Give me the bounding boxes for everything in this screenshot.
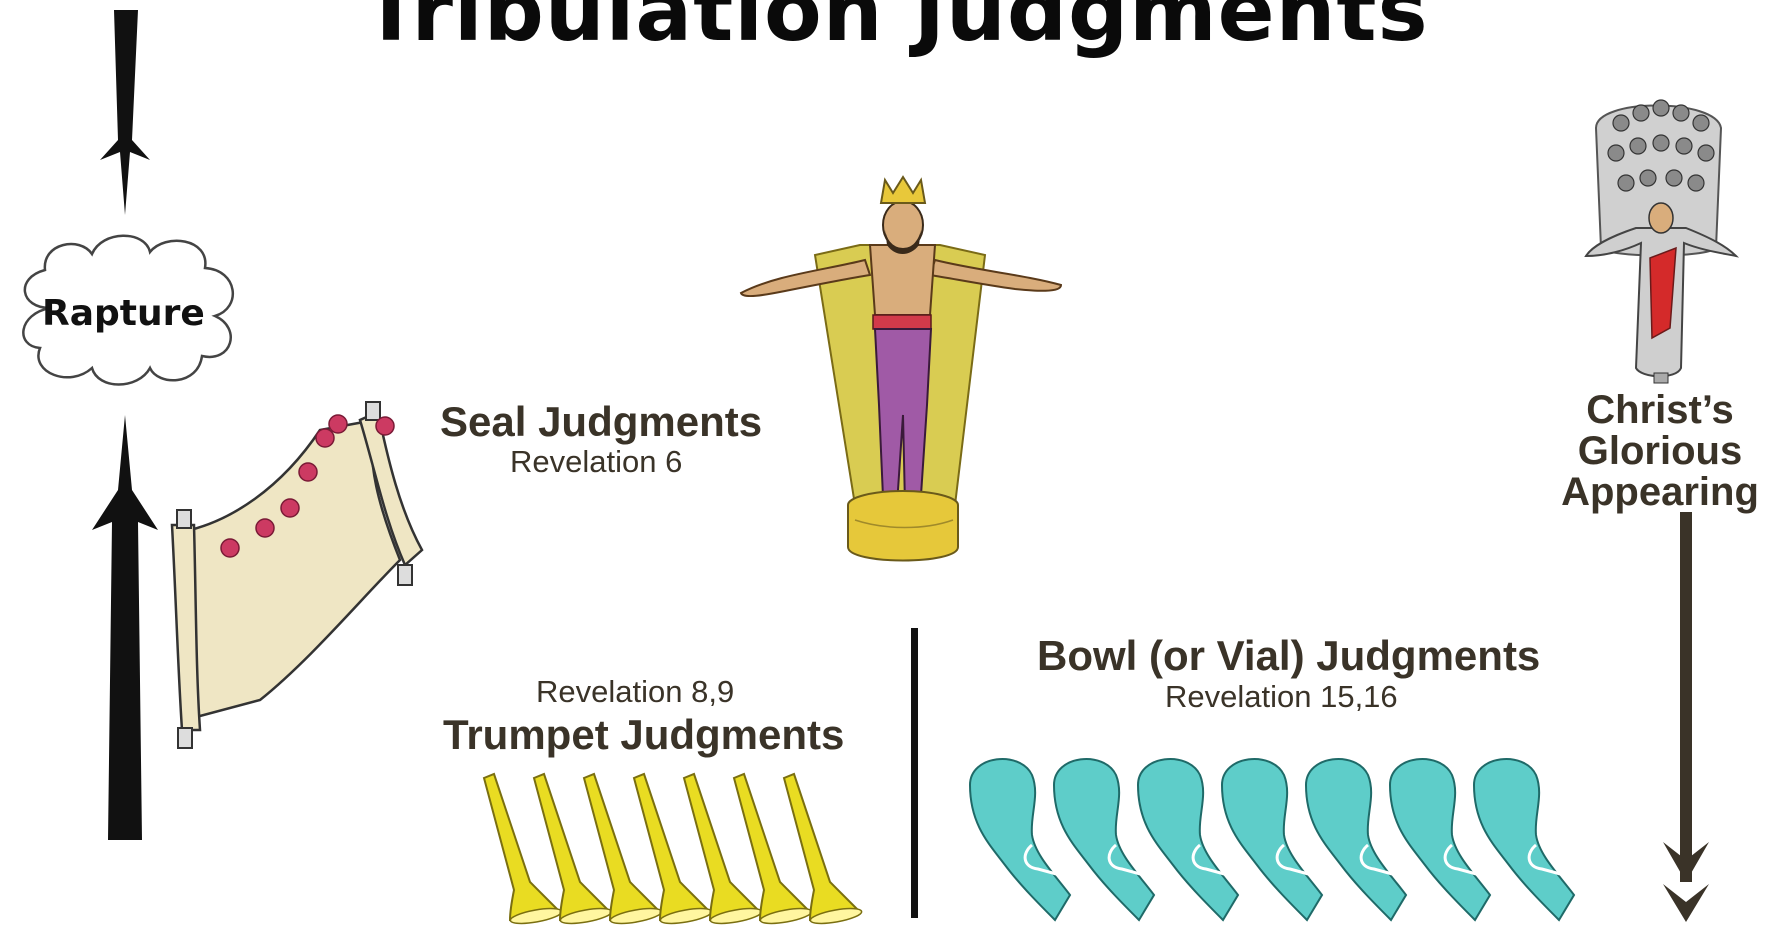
appearing-label-line3: Appearing bbox=[1540, 472, 1780, 512]
page-title: Tribulation Judgments bbox=[0, 0, 1791, 60]
trumpet-judgments-reference: Revelation 8,9 bbox=[536, 674, 734, 710]
christ-figure-icon bbox=[1586, 88, 1736, 388]
down-arrow-icon bbox=[92, 0, 172, 230]
center-divider bbox=[911, 628, 918, 918]
bowl-judgments-title: Bowl (or Vial) Judgments bbox=[1037, 632, 1540, 680]
seal-judgments-reference: Revelation 6 bbox=[510, 444, 682, 480]
king-figure-icon bbox=[735, 175, 1075, 615]
bowl-judgments-reference: Revelation 15,16 bbox=[1165, 679, 1398, 715]
bowls-group bbox=[960, 745, 1600, 925]
appearing-label-line1: Christ’s bbox=[1540, 390, 1780, 430]
scroll-icon bbox=[160, 400, 420, 760]
trumpet-judgments-title: Trumpet Judgments bbox=[443, 711, 844, 759]
rapture-label: Rapture bbox=[42, 293, 205, 334]
appearing-label-line2: Glorious bbox=[1540, 431, 1780, 471]
seal-judgments-title: Seal Judgments bbox=[440, 398, 762, 446]
trumpets-group bbox=[480, 772, 900, 922]
down-arrow-right-icon bbox=[1657, 512, 1717, 922]
